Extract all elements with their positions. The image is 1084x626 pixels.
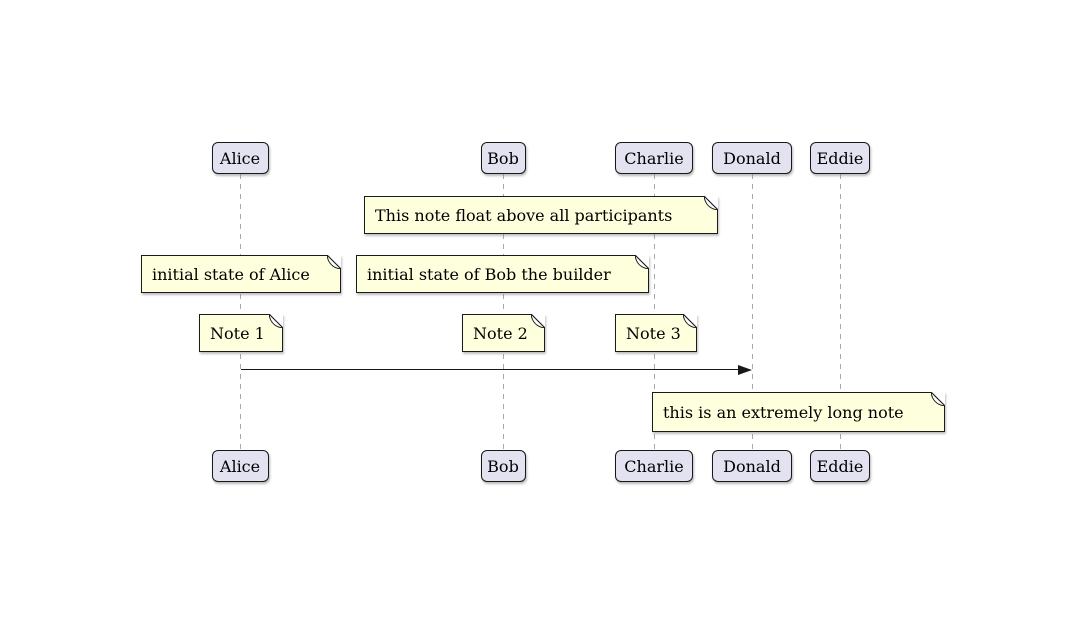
arrowhead-icon — [738, 364, 752, 375]
participant-label: Alice — [219, 456, 261, 476]
participant-bottom-box-eddie: Eddie — [810, 450, 870, 482]
lifeline-donald — [752, 174, 753, 450]
participant-bottom-box-donald: Donald — [712, 450, 792, 482]
note: Note 3 — [615, 314, 697, 352]
note: Note 2 — [462, 314, 545, 352]
participant-label: Charlie — [624, 148, 684, 168]
note: initial state of Bob the builder — [356, 255, 649, 293]
participant-label: Bob — [487, 148, 519, 168]
participant-top-box-charlie: Charlie — [615, 142, 693, 174]
note: Note 1 — [199, 314, 283, 352]
participant-label: Charlie — [624, 456, 684, 476]
note: initial state of Alice — [141, 255, 341, 293]
note-fold-icon — [531, 314, 545, 328]
participant-bottom-box-alice: Alice — [211, 450, 269, 482]
participant-top-box-bob: Bob — [480, 142, 526, 174]
note-text: this is an extremely long note — [663, 402, 904, 422]
note-fold-icon — [635, 255, 649, 269]
note-fold-icon — [327, 255, 341, 269]
participant-top-box-donald: Donald — [712, 142, 792, 174]
lifeline-alice — [240, 174, 241, 450]
note-fold-icon — [269, 314, 283, 328]
note-text: Note 1 — [210, 323, 265, 343]
note-fold-icon — [683, 314, 697, 328]
note-text: This note float above all participants — [375, 205, 673, 225]
lifeline-bob — [503, 174, 504, 450]
participant-label: Eddie — [816, 148, 864, 168]
note: this is an extremely long note — [652, 392, 945, 432]
participant-bottom-box-charlie: Charlie — [615, 450, 693, 482]
note-text: Note 3 — [626, 323, 681, 343]
participant-label: Bob — [487, 456, 519, 476]
lifeline-eddie — [840, 174, 841, 450]
participant-label: Donald — [723, 148, 781, 168]
note-text: initial state of Alice — [152, 264, 310, 284]
note-text: initial state of Bob the builder — [367, 264, 611, 284]
lifeline-charlie — [654, 174, 655, 450]
message-arrow-alice-to-donald — [241, 369, 748, 370]
note-fold-icon — [931, 392, 945, 406]
participant-top-box-alice: Alice — [211, 142, 269, 174]
participant-label: Alice — [219, 148, 261, 168]
note-text: Note 2 — [473, 323, 528, 343]
note: This note float above all participants — [364, 196, 718, 234]
note-fold-icon — [704, 196, 718, 210]
participant-bottom-box-bob: Bob — [480, 450, 526, 482]
participant-top-box-eddie: Eddie — [810, 142, 870, 174]
participant-label: Eddie — [816, 456, 864, 476]
participant-label: Donald — [723, 456, 781, 476]
